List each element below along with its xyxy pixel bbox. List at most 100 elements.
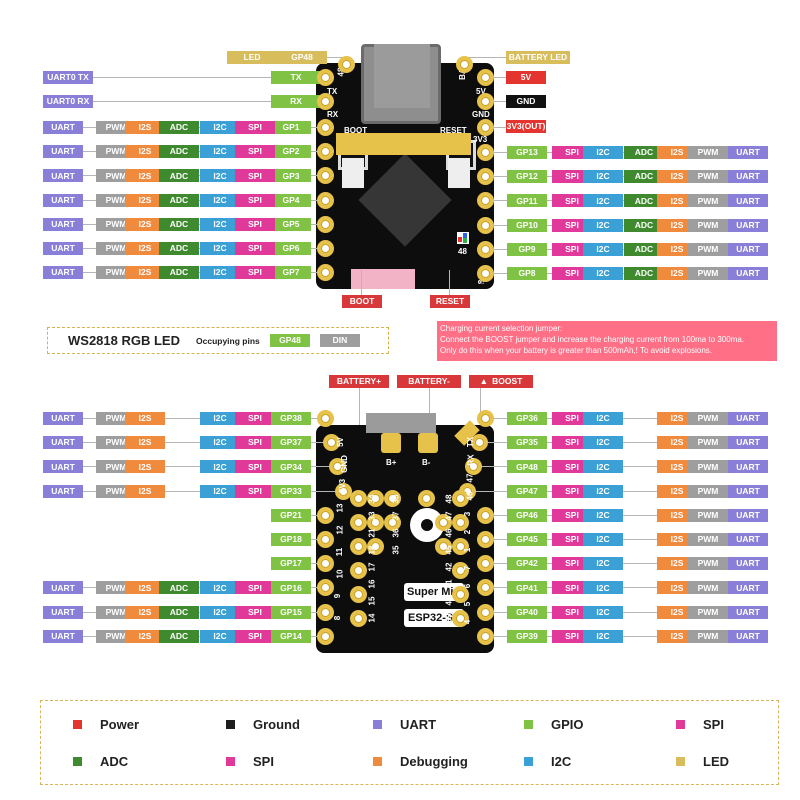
- board-boot-text: BOOT: [344, 126, 368, 135]
- tag-uart: UART: [728, 267, 768, 280]
- tag-line: [547, 490, 728, 492]
- tag-i2s: I2S: [657, 267, 697, 280]
- tag-line: [547, 587, 728, 589]
- board-tx-text: TX: [327, 87, 338, 96]
- side-label-left: 3V3: [338, 478, 348, 494]
- tag-i2c: I2C: [583, 484, 623, 498]
- pin-line: [311, 635, 321, 637]
- tag-pwm: PWM: [688, 533, 728, 546]
- tag-spi: SPI: [552, 194, 592, 208]
- pin-line: [311, 151, 321, 153]
- gp-tag-gp1: GP1: [271, 121, 311, 134]
- tag-adc: ADC: [624, 267, 664, 280]
- pin-line: [490, 176, 507, 178]
- legend-label: LED: [703, 754, 729, 769]
- tag-i2c: I2C: [200, 145, 240, 159]
- pin-pad: [367, 514, 384, 531]
- pin-pad: [367, 490, 384, 507]
- gnd-tag: GND: [506, 95, 546, 108]
- tag-adc: ADC: [624, 170, 664, 184]
- tag-i2c: I2C: [583, 242, 623, 256]
- tx-tag: TX: [271, 71, 321, 84]
- gp-tag-gp10: GP10: [507, 218, 547, 232]
- gp-tag-gp5: GP5: [271, 217, 311, 231]
- reset-button-body[interactable]: [448, 158, 470, 188]
- pin-pad: [384, 490, 401, 507]
- inner-col3-label: 41: [444, 579, 454, 589]
- side-label-right: 7: [463, 565, 473, 571]
- pin-line: [311, 127, 321, 128]
- pin-pad: [317, 240, 334, 257]
- gp-tag-gp34: GP34: [271, 460, 311, 474]
- legend-label: I2C: [551, 754, 572, 769]
- super-mini-text: Super Mini: [407, 586, 464, 598]
- pin-pad: [350, 562, 367, 579]
- side-label-right: 6: [463, 583, 473, 589]
- tag-i2s: I2S: [125, 145, 165, 159]
- pin-pad: [452, 490, 469, 507]
- pin-pad: [384, 514, 401, 531]
- tag-uart: UART: [43, 484, 83, 498]
- tag-pwm: PWM: [688, 218, 728, 232]
- tag-i2c: I2C: [583, 508, 623, 522]
- tag-spi: SPI: [235, 484, 275, 498]
- legend-swatch: [524, 757, 533, 766]
- pin-line: [478, 466, 507, 468]
- boot-button-body[interactable]: [342, 158, 364, 188]
- tag-adc: ADC: [159, 193, 199, 207]
- inner-col-label: 34: [367, 494, 377, 504]
- tag-pwm: PWM: [688, 194, 728, 208]
- tag-spi: SPI: [552, 170, 592, 184]
- uart0-tx-tag: UART0 TX: [43, 71, 93, 84]
- pin-pad: [452, 514, 469, 531]
- tag-uart: UART: [43, 193, 83, 207]
- pin-pad: [317, 603, 334, 621]
- tag-spi: SPI: [552, 605, 592, 619]
- 3v3-out-tag: 3V3(OUT): [506, 120, 546, 133]
- battery-plus-line: [359, 388, 360, 428]
- tag-i2c: I2C: [200, 193, 240, 207]
- pin-pad: [465, 458, 482, 476]
- side-label-right: TX: [466, 436, 476, 448]
- pin-line: [490, 587, 507, 589]
- tag-i2s: I2S: [657, 436, 697, 450]
- tag-i2c: I2C: [583, 557, 623, 571]
- pin-line: [311, 272, 321, 274]
- pin-pad: [477, 603, 494, 621]
- pin-pad: [367, 538, 384, 555]
- pin-pad: [435, 538, 452, 555]
- gp-tag-gp16: GP16: [271, 581, 311, 595]
- gp-tag-gp40: GP40: [507, 605, 547, 619]
- note-line2: Connect the BOOST jumper and increase th…: [440, 335, 745, 344]
- side-label-left: 9: [333, 593, 343, 599]
- gp-tag-gp21: GP21: [271, 508, 311, 522]
- tag-i2s: I2S: [125, 242, 165, 255]
- tag-spi: SPI: [235, 436, 275, 450]
- side-label-right: 1: [463, 547, 473, 553]
- b-minus-text: B-: [422, 458, 431, 467]
- b-minus-pad: [418, 433, 438, 453]
- tag-uart: UART: [43, 629, 83, 643]
- legend-swatch: [73, 757, 82, 766]
- pin-pad: [317, 531, 334, 548]
- tag-pwm: PWM: [688, 629, 728, 643]
- tag-spi: SPI: [235, 605, 275, 619]
- gp-tag-gp14: GP14: [271, 629, 311, 643]
- ws2818-occupying: Occupying pins: [196, 336, 260, 346]
- board-gnd-text: GND: [472, 110, 490, 119]
- legend-swatch: [676, 757, 685, 766]
- tag-uart: UART: [728, 194, 768, 208]
- pin-line: [311, 587, 321, 589]
- chip-name-text: ESP32-S3: [408, 612, 460, 624]
- pin-number: 3: [321, 183, 326, 193]
- tag-i2c: I2C: [200, 484, 240, 498]
- pin-pad: [317, 506, 334, 524]
- tag-line: [547, 514, 728, 516]
- tag-i2c: I2C: [583, 629, 623, 643]
- tag-uart: UART: [43, 581, 83, 595]
- inner-col2-label: 35: [391, 545, 401, 555]
- tag-uart: UART: [728, 484, 768, 498]
- tag-i2c: I2C: [583, 605, 623, 619]
- pin-pad: [338, 56, 355, 73]
- pin-pad: [317, 627, 334, 645]
